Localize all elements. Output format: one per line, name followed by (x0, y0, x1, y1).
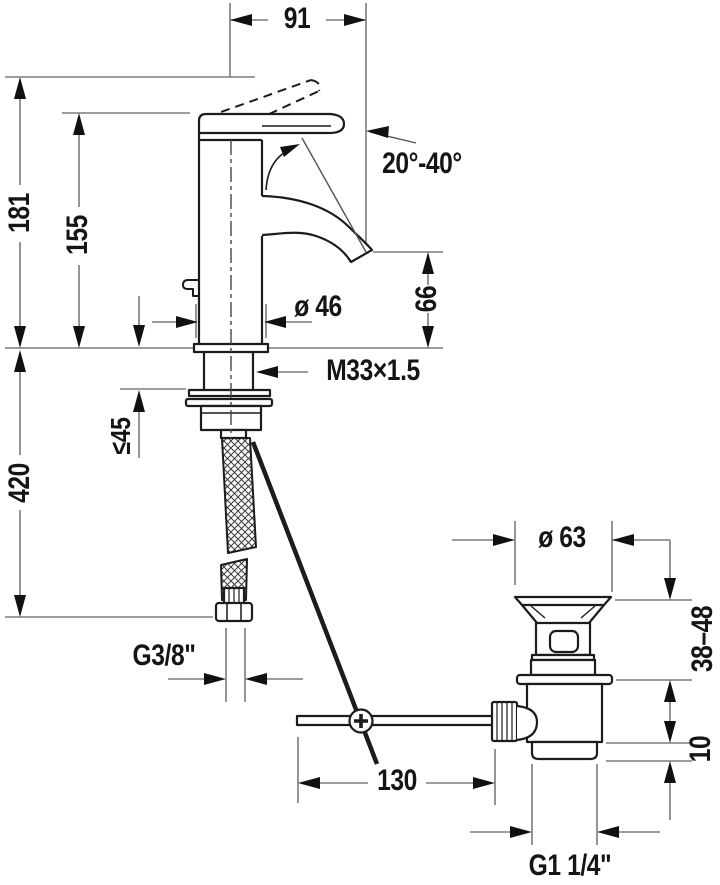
dim-label-rod-length: 130 (377, 764, 417, 797)
horizontal-rod (295, 714, 499, 727)
arrowheads (14, 14, 676, 838)
dim-label-handle-angle: 20°-40° (382, 147, 462, 180)
popup-waste-group (490, 595, 614, 761)
dim-label-spout-reach: 91 (283, 2, 311, 35)
faucet-handle (197, 112, 346, 135)
dim-label-waste-thread: G1 1/4" (528, 849, 612, 882)
dim-label-spout-outlet-height: 66 (410, 285, 443, 313)
knurled-knob (490, 700, 539, 743)
dim-label-mounting-thread: M33×1.5 (326, 354, 420, 387)
side-tab (182, 279, 199, 297)
supply-hose-upper (221, 437, 257, 554)
faucet-body-group (182, 79, 614, 765)
waste-flange (515, 673, 614, 686)
washer-upper (187, 388, 272, 398)
dim-label-waste-flange-diameter: ø 63 (538, 521, 586, 554)
dimension-lines (5, 3, 692, 845)
dim-label-height-total: 181 (3, 193, 36, 233)
waste-lower-body (525, 682, 604, 744)
waste-funnel-rim (513, 595, 613, 607)
dim-label-waste-ring-height: 10 (684, 735, 717, 763)
overflow-slot (548, 629, 580, 654)
hose-fitting (219, 428, 248, 440)
dim-label-height-to-spout: 155 (61, 215, 94, 255)
dim-label-body-diameter: ø 46 (294, 290, 342, 323)
hose-ferrule (222, 586, 246, 606)
dim-label-supply-thread: G3/8" (132, 639, 196, 672)
angle-indicator (265, 126, 417, 253)
faucet-body-column (197, 133, 264, 344)
hose-hex-nut (214, 601, 254, 623)
waste-mid-body (529, 658, 597, 677)
faucet-spout (261, 194, 374, 264)
dim-label-max-mounting-thickness: ≤45 (105, 417, 136, 455)
phillips-cross-icon (354, 714, 368, 728)
waste-tailpiece (530, 740, 599, 761)
dim-label-waste-top-depth: 38–48 (686, 605, 719, 673)
dim-label-hose-length: 420 (3, 463, 36, 503)
threaded-shank (202, 352, 255, 390)
